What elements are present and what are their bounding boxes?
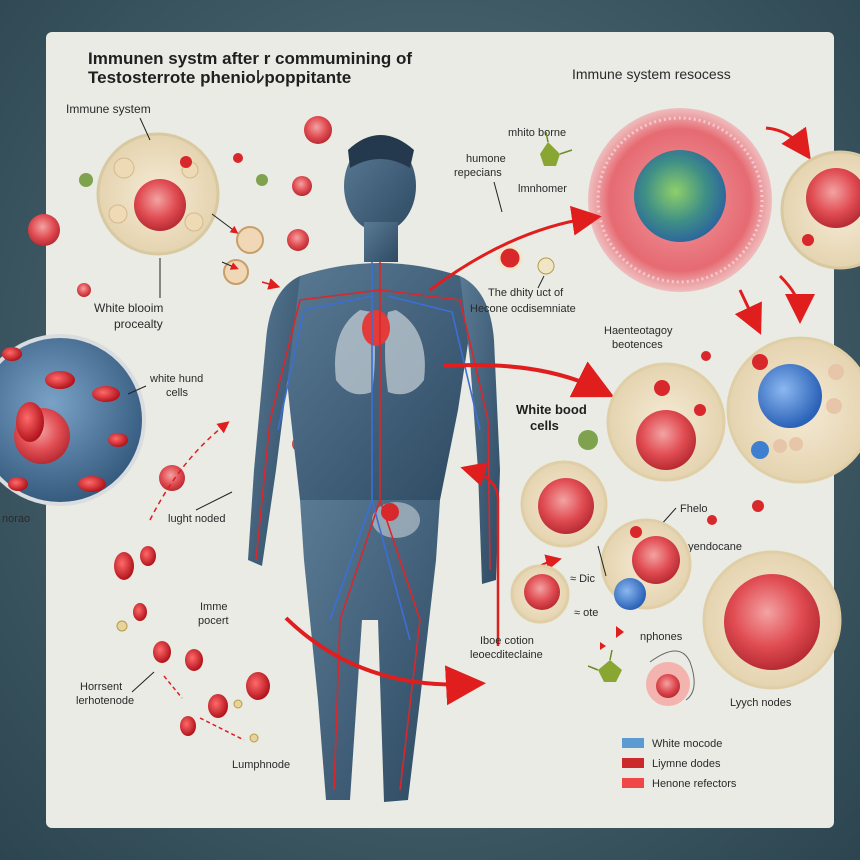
label-hormone-receptors-1: humone <box>466 153 506 165</box>
leader-immune-system <box>139 117 151 141</box>
squiggle-line <box>649 650 695 701</box>
heart-marker-2 <box>616 626 624 638</box>
label-note: ≈ ote <box>574 607 598 619</box>
legend-swatch-0 <box>622 738 644 748</box>
arrow-small-1 <box>211 213 239 234</box>
title-line-2: Testosterrote phenioﾚpoppitante <box>88 68 351 87</box>
label-hormone-receptors-2: repecians <box>454 167 502 179</box>
label-immune-pocert-1: Imme <box>200 601 228 613</box>
label-hormone-lymph-1: Horrsent <box>80 681 122 693</box>
arrow-lymph-path <box>163 675 245 741</box>
leader-dic <box>597 545 607 577</box>
blood-sample-circle <box>0 334 146 506</box>
legend-label-0: White mocode <box>652 738 722 750</box>
legend-label-1: Liymne dodes <box>652 758 721 770</box>
label-immune-pocert-2: pocert <box>198 615 229 627</box>
mixed-cell-circle <box>600 518 692 610</box>
label-immune-system: Immune system <box>66 102 151 116</box>
title-line-1: Immunen systm after r commumining of <box>88 49 412 68</box>
small-cell-circle <box>510 564 570 624</box>
legend-swatch-2 <box>622 778 644 788</box>
label-white-blood-small-2: cells <box>166 387 189 399</box>
leader-white-small <box>127 385 147 395</box>
label-blood-connection-1: Iboe cotion <box>480 635 534 647</box>
green-receptor-bottom <box>587 649 622 682</box>
label-blood-connection-2: leoecditeclaine <box>470 649 543 661</box>
label-hormones: nphones <box>640 631 683 643</box>
label-hematology-1: Haenteotagoy <box>604 325 673 337</box>
small-red-right <box>752 500 764 512</box>
label-white-blood-probability-2: procealty <box>114 317 163 331</box>
label-hypendcane: hyendocane <box>682 541 742 553</box>
arrow-body-to-big-cell <box>429 205 602 292</box>
green-receptor-cell <box>540 131 573 166</box>
label-immune-system-responses: Immune system resocess <box>572 66 731 82</box>
arrow-top-right <box>765 126 811 160</box>
arrow-legs-to-right <box>284 616 486 706</box>
arrow-dashed-left <box>149 421 230 521</box>
circle-hormone-constant <box>497 245 555 275</box>
label-lymph-nodes: Lyych nodes <box>730 697 792 709</box>
arrow-down-right-1 <box>734 289 762 335</box>
legend-swatch-1 <box>622 758 644 768</box>
arrow-up-vertical <box>460 462 500 646</box>
large-immune-cell <box>588 108 772 292</box>
label-white-blood-big-1: White bood <box>516 402 587 417</box>
small-red-fhelo <box>707 515 717 525</box>
arrow-small-3 <box>261 278 281 290</box>
label-lymphnode: Lumphnode <box>232 759 290 771</box>
leader-light-node <box>195 491 233 511</box>
arrow-body-to-white-cells <box>443 361 615 398</box>
leader-hormone-lymph <box>131 671 155 693</box>
blood-vessels <box>255 262 491 791</box>
label-hormone-lymph-2: lerhotenode <box>76 695 134 707</box>
heart-marker-1 <box>600 642 606 650</box>
blue-cell-circle <box>726 336 860 484</box>
hematology-circle <box>606 351 726 482</box>
arrow-down-right-2 <box>778 274 815 324</box>
label-white-bone: mhito borne <box>508 127 566 139</box>
label-hematology-2: beotences <box>612 339 663 351</box>
label-fhelo: Fhelo <box>680 503 708 515</box>
label-hormone-constant-2: Hecone ocdisemniate <box>470 303 576 315</box>
label-hormone-constant-1: The dhity uct of <box>488 287 564 299</box>
label-lymphomer: lmnhomer <box>518 183 567 195</box>
immune-system-circle <box>96 132 220 256</box>
leader-hormone-receptors <box>493 181 503 213</box>
label-left-edge: norao <box>2 513 30 525</box>
arrow-small-2 <box>221 261 239 270</box>
red-cells-left-column <box>114 436 308 743</box>
leader-hormone-constant <box>537 275 545 289</box>
label-dic: ≈ Dic <box>570 573 595 585</box>
pink-cell-bottom-core <box>656 674 680 698</box>
small-cells-top <box>28 116 332 297</box>
large-cell-circle-bottom <box>702 550 842 690</box>
legend-label-2: Henone refectors <box>652 778 737 790</box>
label-white-blood-probability-1: White blooim <box>94 301 163 315</box>
green-cell <box>578 430 598 450</box>
white-blood-cell-circle <box>520 460 608 548</box>
label-white-blood-small-1: white hund <box>149 373 203 385</box>
label-white-blood-big-2: cells <box>530 418 559 433</box>
label-light-node: lught noded <box>168 513 226 525</box>
right-top-circle <box>780 150 860 270</box>
